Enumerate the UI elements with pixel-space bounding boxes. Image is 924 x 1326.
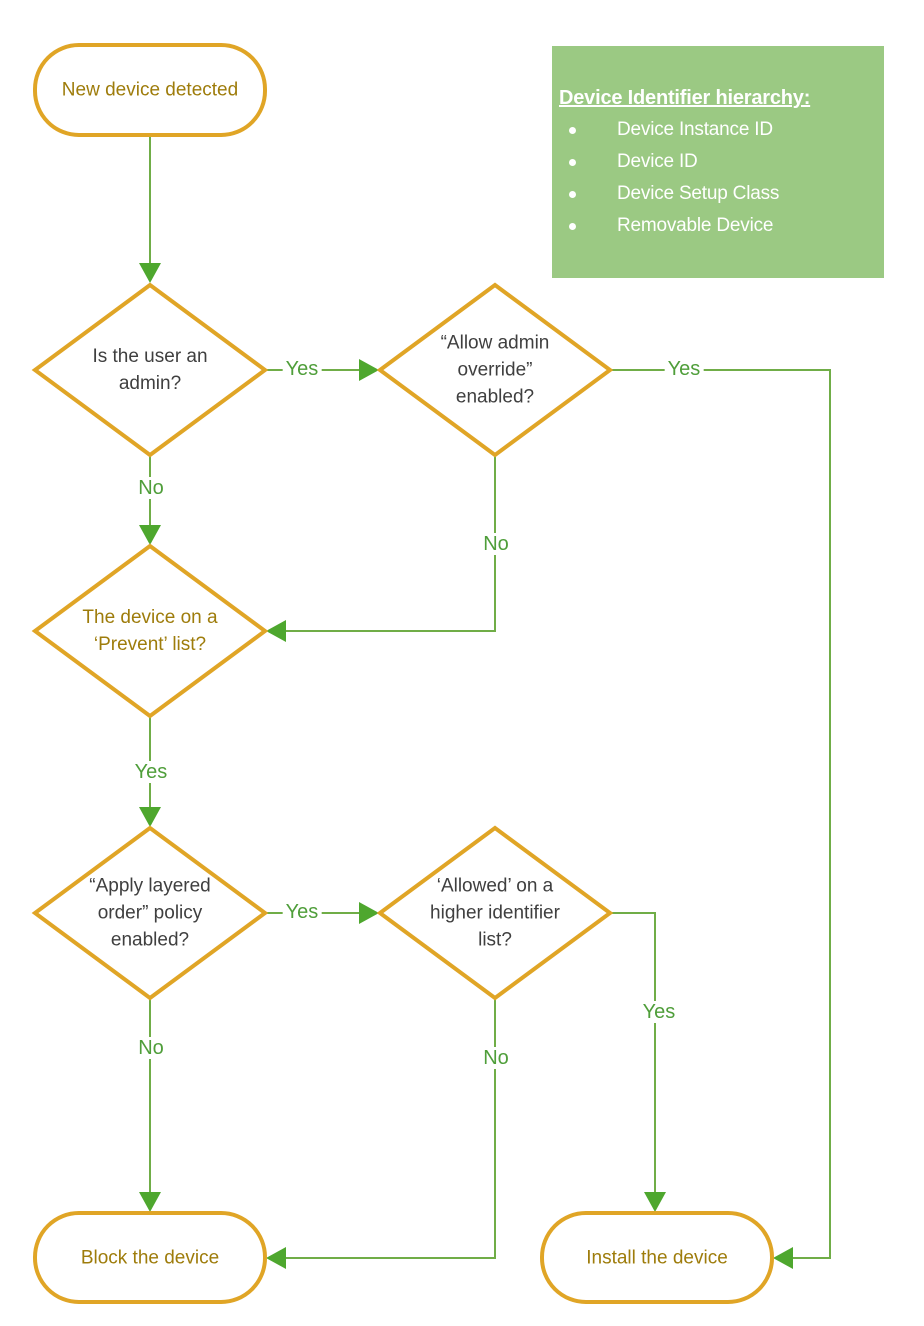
- bullet-icon: [569, 190, 576, 198]
- decision-prevent-shape: [31, 543, 269, 719]
- edge-allowed-no-to-block: [266, 998, 496, 1269]
- device-identifier-hierarchy-box: Device Identifier hierarchy: Device Inst…: [552, 46, 884, 278]
- list-item: Device ID: [559, 146, 884, 178]
- edge-label-override-yes: Yes: [664, 358, 704, 380]
- node-admin-label: Is the user an admin?: [92, 346, 208, 394]
- edge-label-allowed-yes: Yes: [639, 1001, 679, 1023]
- node-allowed-label: ‘Allowed’ on a higher identifier list?: [430, 875, 560, 951]
- list-item: Device Setup Class: [559, 178, 884, 210]
- edge-allowed-yes-to-install: [610, 912, 666, 1212]
- info-item-label: Device Instance ID: [617, 119, 773, 140]
- terminal-install-shape: [540, 1211, 774, 1304]
- edge-label-layered-yes: Yes: [282, 901, 322, 923]
- edge-override-no-to-prevent: [266, 455, 496, 642]
- edge-label-layered-no: No: [135, 1037, 167, 1059]
- edge-label-allowed-no: No: [480, 1047, 512, 1069]
- node-start-label: New device detected: [61, 79, 239, 101]
- info-box-title: Device Identifier hierarchy:: [559, 87, 811, 109]
- info-item-label: Device ID: [617, 151, 698, 172]
- edge-label-admin-no: No: [135, 477, 167, 499]
- list-item: Device Instance ID: [559, 114, 884, 146]
- edge-label-prevent-yes: Yes: [131, 761, 171, 783]
- edge-label-admin-yes: Yes: [282, 358, 322, 380]
- decision-allowed-shape: [376, 825, 614, 1001]
- bullet-icon: [569, 158, 576, 166]
- edge-override-yes-to-install: [610, 369, 831, 1269]
- list-item: Removable Device: [559, 210, 884, 242]
- node-block-label: Block the device: [80, 1247, 220, 1269]
- info-item-label: Removable Device: [617, 215, 774, 236]
- node-install-label: Install the device: [586, 1247, 728, 1269]
- decision-layered-shape: [31, 825, 269, 1001]
- node-override-label: “Allow admin override” enabled?: [440, 332, 550, 408]
- info-item-label: Device Setup Class: [617, 183, 780, 204]
- terminal-block-shape: [33, 1211, 267, 1304]
- decision-override-shape: [376, 282, 614, 458]
- node-prevent-label: The device on a ‘Prevent’ list?: [82, 607, 218, 655]
- edge-label-override-no: No: [480, 533, 512, 555]
- decision-admin-shape: [31, 282, 269, 458]
- terminal-start-shape: [33, 43, 267, 137]
- bullet-icon: [569, 222, 576, 230]
- node-layered-label: “Apply layered order” policy enabled?: [89, 875, 211, 951]
- bullet-icon: [569, 126, 576, 134]
